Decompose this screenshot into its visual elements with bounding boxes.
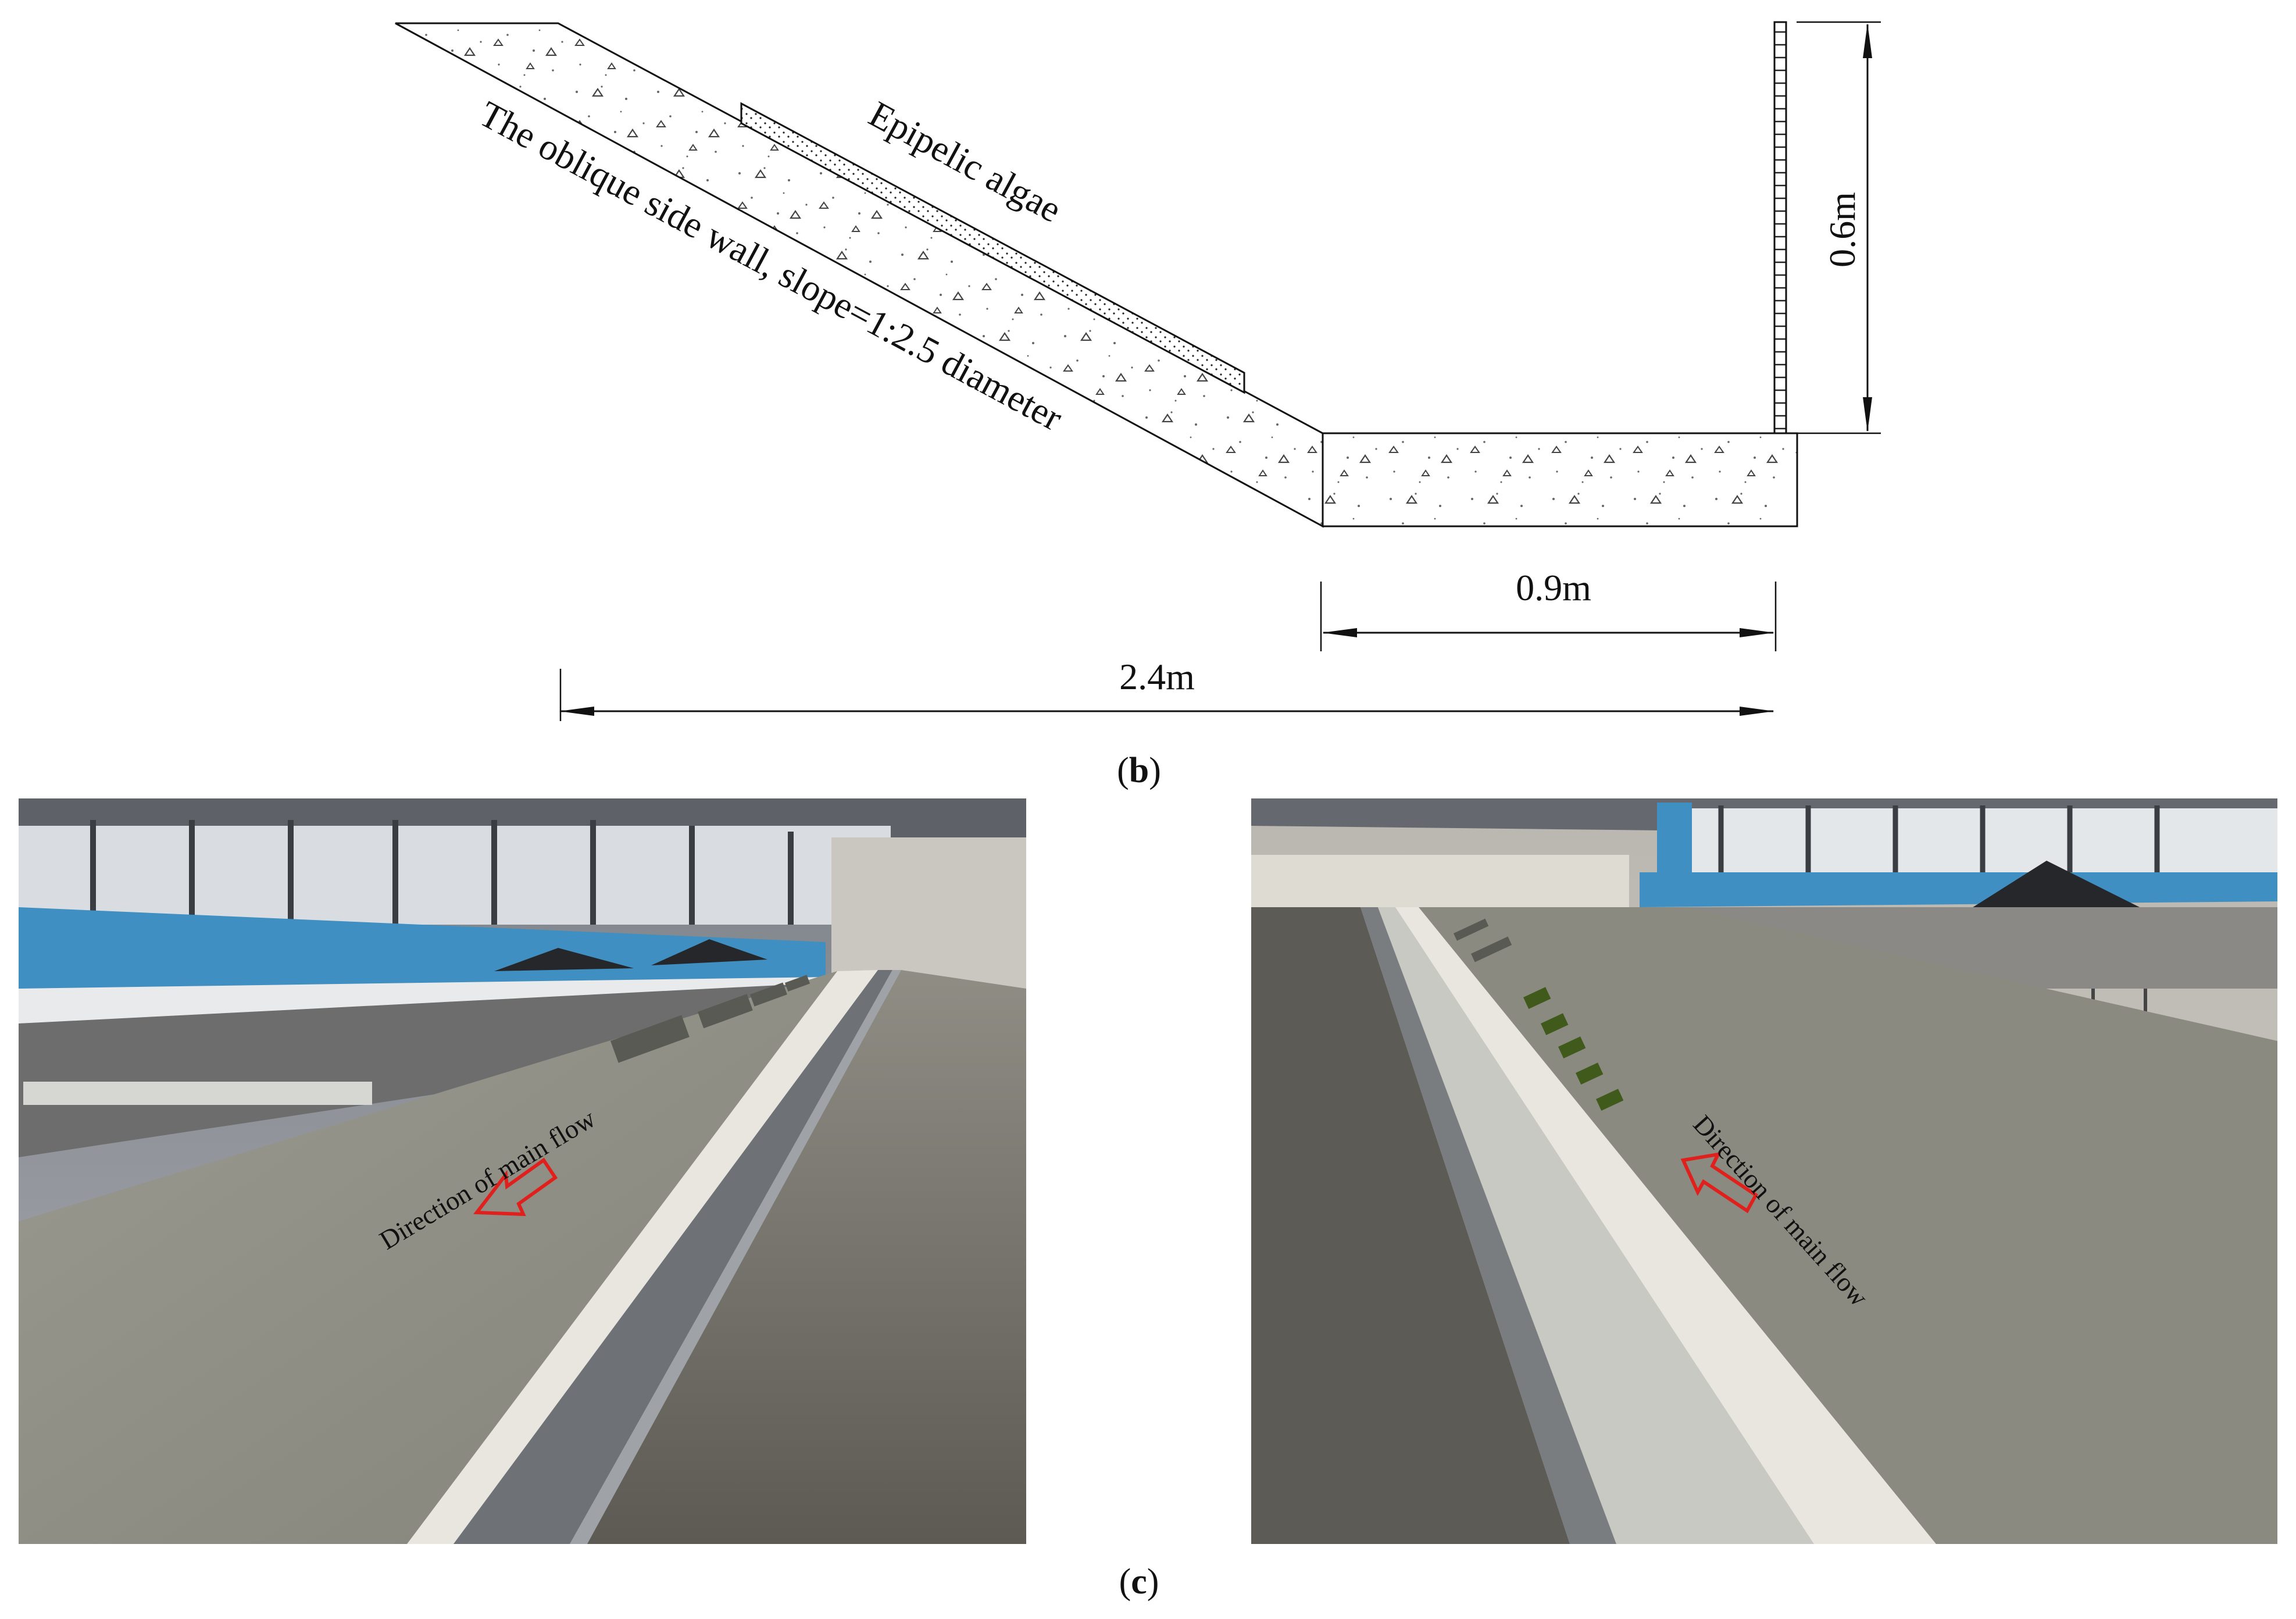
cross-section-diagram: Epipelic algae The oblique side wall, sl… bbox=[395, 21, 1881, 790]
blue-tank-wall-right bbox=[1640, 872, 2277, 907]
bottom-width-label: 0.9m bbox=[1516, 567, 1591, 608]
panel-c-caption: (c) bbox=[1119, 1562, 1159, 1602]
oblique-side-wall bbox=[395, 22, 1324, 528]
algae-patches bbox=[1523, 987, 1624, 1111]
photo-right: Direction of main flow bbox=[1251, 798, 2277, 1544]
total-width-dimension: 2.4m bbox=[559, 656, 1774, 721]
photo-left: Direction of main flow bbox=[19, 798, 1026, 1544]
height-dimension: 0.6m bbox=[1797, 21, 1881, 434]
flume-surface-left bbox=[19, 971, 872, 1544]
epipelic-algae-layer bbox=[740, 102, 1245, 394]
flume-surface-right bbox=[1419, 907, 2277, 1544]
bottom-slab bbox=[1322, 432, 1798, 527]
vertical-gauge-frame bbox=[1773, 21, 1787, 434]
bottom-width-dimension: 0.9m bbox=[1320, 567, 1777, 651]
panel-b-caption: (b) bbox=[1117, 751, 1161, 790]
height-dimension-label: 0.6m bbox=[1822, 192, 1863, 268]
flow-arrow-right bbox=[1680, 1152, 1758, 1214]
flow-arrow-left bbox=[473, 1157, 558, 1217]
total-width-label: 2.4m bbox=[1119, 656, 1195, 697]
